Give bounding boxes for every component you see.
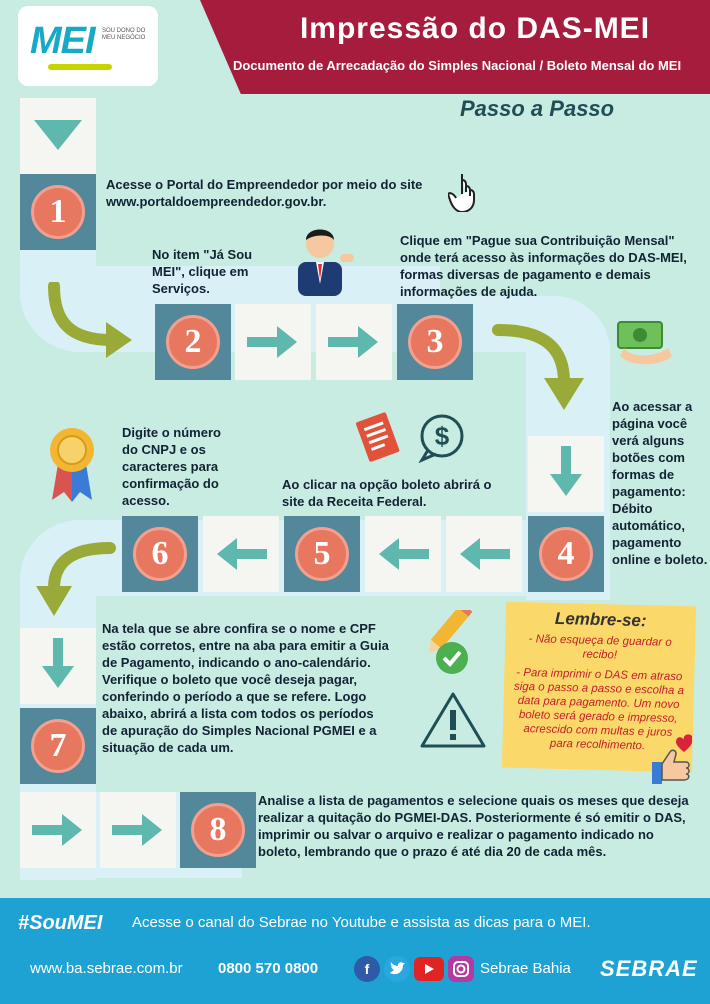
step-3-tile: 3 — [397, 304, 473, 380]
sebrae-logo: SEBRAE — [600, 956, 698, 981]
down-arrow-icon — [34, 120, 82, 150]
svg-text:$: $ — [435, 421, 450, 451]
left-arrow-icon — [217, 538, 267, 570]
arrow-tile — [100, 792, 176, 868]
right-arrow-icon — [328, 326, 378, 358]
step-7-number: 7 — [31, 719, 85, 773]
curved-arrow-icon — [492, 324, 584, 410]
step-5-number: 5 — [295, 527, 349, 581]
phone-number[interactable]: 0800 570 0800 — [218, 960, 319, 977]
hashtag[interactable]: #SouMEI — [18, 912, 103, 934]
step-6-text: Digite o número do CNPJ e os caracteres … — [122, 425, 221, 508]
footer — [0, 898, 710, 1004]
curved-arrow-icon — [36, 542, 116, 616]
down-arrow-icon — [550, 446, 582, 496]
footer-message: Acesse o canal do Sebrae no Youtube e as… — [132, 914, 591, 931]
arrow-tile — [446, 516, 522, 592]
right-arrow-icon — [247, 326, 297, 358]
step-4-number: 4 — [539, 527, 593, 581]
step-8-tile: 8 — [180, 792, 256, 868]
step-5-tile: 5 — [284, 516, 360, 592]
arrow-tile — [235, 304, 311, 380]
reminder-item: - Não esqueça de guardar o recibo! — [528, 633, 672, 662]
header-band — [200, 0, 710, 94]
page-title: Impressão do DAS-MEI — [299, 12, 651, 45]
step-8-number: 8 — [191, 803, 245, 857]
logo-swoosh — [48, 64, 112, 70]
pencil-check-icon — [428, 610, 473, 674]
dollar-bubble-icon: $ — [418, 414, 464, 464]
start-tile — [20, 98, 96, 174]
step-4-text: Ao acessar a página você verá alguns bot… — [612, 399, 708, 567]
arrow-tile — [316, 304, 392, 380]
logo-tagline: SOU DONO DO MEU NEGÓCIO — [102, 28, 146, 41]
step-7-tile: 7 — [20, 708, 96, 784]
section-title: Passo a Passo — [460, 96, 615, 121]
step-3-text: Clique em "Pague sua Contribuição Mensal… — [400, 233, 687, 299]
arrow-tile — [20, 628, 96, 704]
step-1-tile: 1 — [20, 174, 96, 250]
youtube-icon[interactable] — [414, 957, 444, 981]
businessman-icon — [298, 229, 354, 296]
down-arrow-icon — [42, 638, 74, 688]
reminder-title: Lembre-se: — [554, 608, 647, 631]
thumbs-up-heart-icon — [652, 734, 692, 784]
right-arrow-icon — [32, 814, 82, 846]
step-2-text: No item "Já Sou MEI", clique em Serviços… — [152, 247, 253, 296]
twitter-icon[interactable] — [384, 956, 410, 982]
arrow-tile — [20, 792, 96, 868]
step-7-text: Na tela que se abre confira se o nome e … — [102, 621, 389, 755]
facebook-icon[interactable]: f — [354, 956, 380, 982]
step-2-number: 2 — [166, 315, 220, 369]
step-5-text: Ao clicar na opção boleto abrirá o site … — [282, 477, 492, 509]
instagram-icon[interactable] — [448, 956, 474, 982]
curved-arrow-icon — [48, 282, 132, 358]
left-arrow-icon — [460, 538, 510, 570]
arrow-tile — [365, 516, 441, 592]
logo-text: MEI — [30, 20, 96, 62]
step-6-number: 6 — [133, 527, 187, 581]
brand-label[interactable]: Sebrae Bahia — [480, 960, 571, 977]
step-8-text: Analise a lista de pagamentos e selecion… — [258, 793, 689, 859]
step-6-tile: 6 — [122, 516, 198, 592]
step-3-number: 3 — [408, 315, 462, 369]
website-link[interactable]: www.ba.sebrae.com.br — [30, 960, 183, 977]
money-hand-icon — [617, 321, 672, 365]
pointer-hand-icon — [448, 174, 475, 212]
step-2-tile: 2 — [155, 304, 231, 380]
arrow-tile — [203, 516, 279, 592]
warning-icon — [420, 692, 486, 748]
step-1-text: Acesse o Portal do Empreendedor por meio… — [106, 177, 423, 209]
step-1-number: 1 — [31, 185, 85, 239]
left-arrow-icon — [379, 538, 429, 570]
page-subtitle: Documento de Arrecadação do Simples Naci… — [232, 58, 682, 73]
document-icon — [356, 412, 400, 462]
award-ribbon-icon — [50, 428, 94, 502]
right-arrow-icon — [112, 814, 162, 846]
mei-logo: MEI SOU DONO DO MEU NEGÓCIO — [18, 6, 158, 86]
arrow-tile — [528, 436, 604, 512]
step-4-tile: 4 — [528, 516, 604, 592]
